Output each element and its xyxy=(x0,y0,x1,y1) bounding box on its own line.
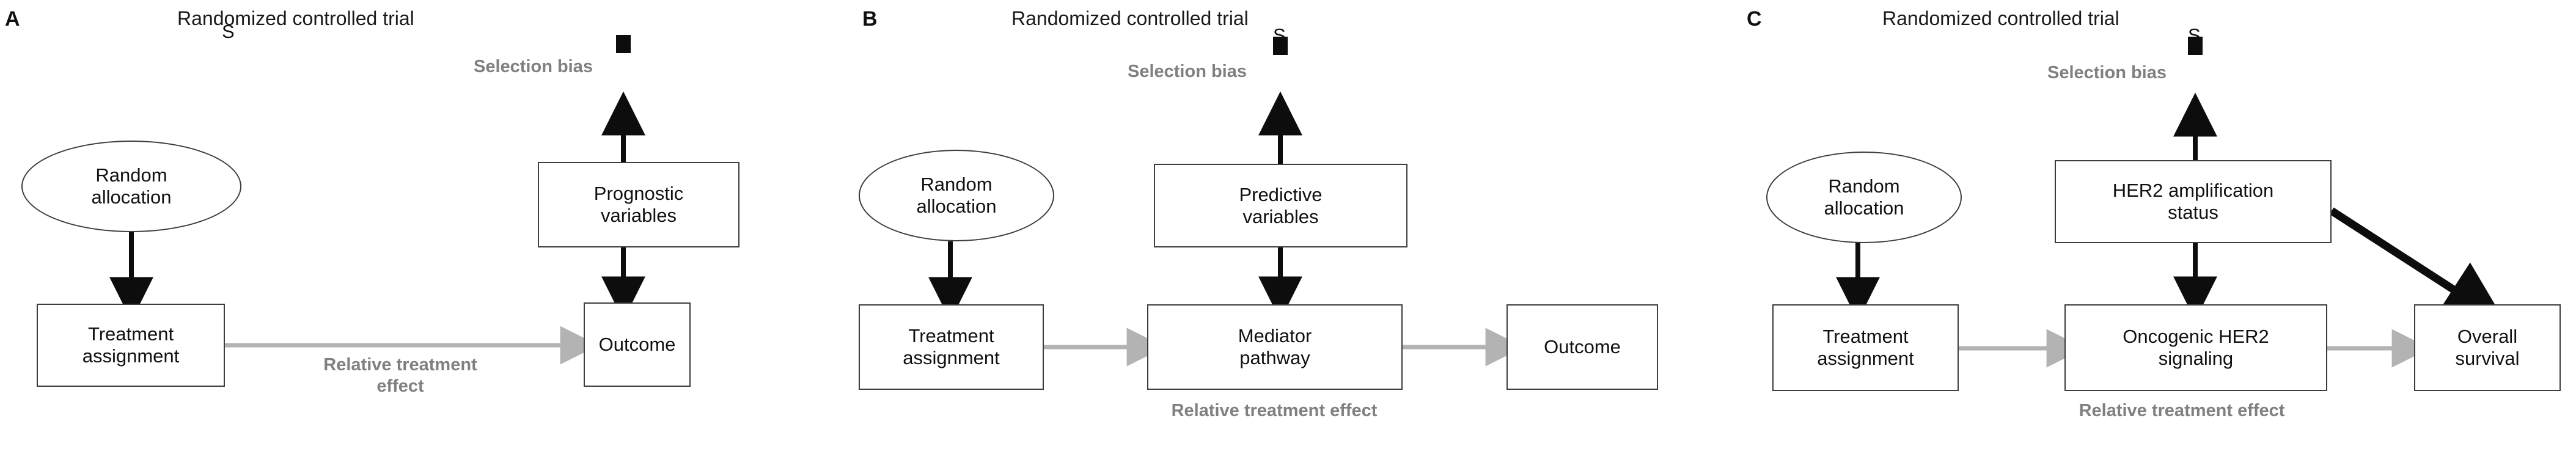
panel-letter-b: B xyxy=(862,7,878,31)
selection-bias-label-b: Selection bias xyxy=(1127,62,1247,81)
panel-title-b: Randomized controlled trial xyxy=(1011,7,1249,29)
panel-letter-a: A xyxy=(5,7,20,31)
panel-title-a: Randomized controlled trial xyxy=(177,7,414,29)
panel-b: B Randomized controlled trial S Selectio… xyxy=(859,0,1717,454)
relative-treatment-effect-label-c: Relative treatment effect xyxy=(2079,401,2285,420)
node-outcome-a: Outcome xyxy=(584,302,691,387)
selection-node-square-b xyxy=(1273,37,1288,55)
panel-a: A Randomized controlled trial S Selectio… xyxy=(0,0,859,454)
selection-bias-label-c: Selection bias xyxy=(2047,63,2167,82)
selection-bias-label-a: Selection bias xyxy=(473,57,593,76)
panel-title-c: Randomized controlled trial xyxy=(1882,7,2119,29)
panel-letter-c: C xyxy=(1747,7,1762,31)
relative-treatment-effect-label-b: Relative treatment effect xyxy=(1171,401,1378,420)
selection-node-square-c xyxy=(2188,37,2203,55)
selection-node-square-a xyxy=(616,35,631,53)
node-outcome-b: Outcome xyxy=(1506,304,1658,390)
panel-c: C Randomized controlled trial S Selectio… xyxy=(1717,0,2576,454)
selection-node-label-a: S xyxy=(222,21,235,42)
